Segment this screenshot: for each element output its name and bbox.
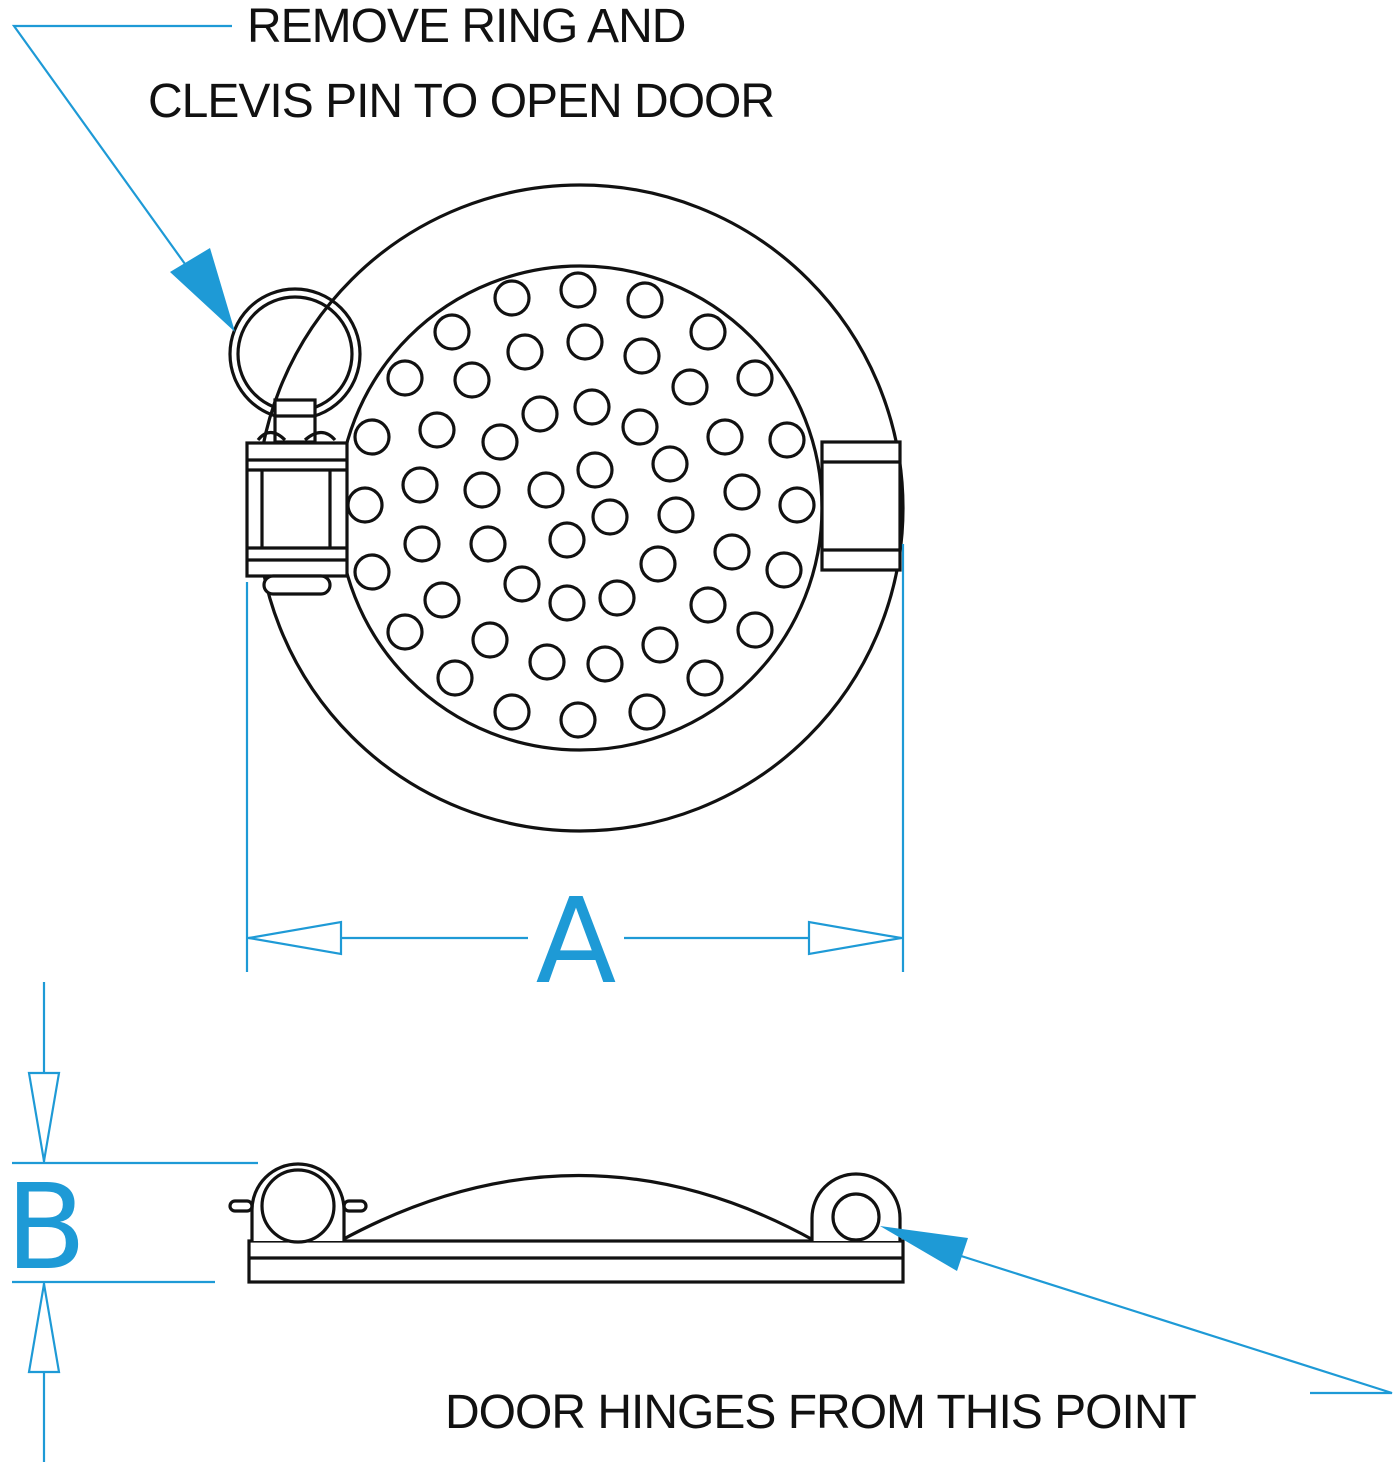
top-view: A REMOVE RING AND CLEVIS PIN TO OPEN DOO… (11, 0, 905, 1010)
dim-a-label: A (536, 872, 617, 1010)
perforation-hole (657, 496, 695, 534)
perforation-hole (621, 408, 659, 446)
perforation-hole (521, 395, 559, 433)
dim-a-arrow-left (248, 920, 343, 956)
perforation-hole (527, 471, 565, 509)
perforation-hole (689, 313, 727, 351)
perforation-hole (559, 701, 597, 739)
bottom-plate (247, 1239, 905, 1284)
right-hinge-knuckle (810, 1172, 902, 1242)
perforation-hole (641, 626, 679, 664)
perforation-hole (559, 271, 597, 309)
perforation-hole (598, 579, 636, 617)
ring-callout-arrowhead (170, 248, 235, 332)
perforation-hole (528, 643, 566, 681)
clevis-pin-assembly (228, 287, 362, 596)
ring-callout-leader (11, 24, 232, 265)
perforation-hole (386, 613, 424, 651)
perforation-hole (736, 611, 774, 649)
door-dome (339, 1174, 816, 1243)
perforation-hole (493, 693, 531, 731)
dim-b-arrow-top (27, 1071, 61, 1162)
perforation-hole (463, 471, 501, 509)
perforation-hole (506, 333, 544, 371)
perforation-hole (493, 279, 531, 317)
perforation-hole (713, 533, 751, 571)
perforation-hole (628, 693, 666, 731)
perforation-hole (386, 359, 424, 397)
perforation-hole (503, 565, 541, 603)
hinge-callout-arrowhead (880, 1226, 968, 1271)
perforation-hole (736, 359, 774, 397)
perforation-hole (723, 473, 761, 511)
dim-a-arrow-right (807, 920, 902, 956)
ring-note-line2: CLEVIS PIN TO OPEN DOOR (148, 75, 774, 128)
perforation-hole (626, 281, 664, 319)
perforation-hole (436, 659, 474, 697)
perforation-hole (586, 645, 624, 683)
dim-b-arrow-bottom (27, 1283, 61, 1374)
perforation-hole (778, 486, 816, 524)
perforation-hole (765, 551, 803, 589)
perforation-hole (576, 451, 614, 489)
perforation-hole (548, 584, 586, 622)
hinge-note: DOOR HINGES FROM THIS POINT (445, 1386, 1197, 1439)
perforation-hole (573, 388, 611, 426)
perforation-hole (686, 659, 724, 697)
perforation-hole (469, 525, 507, 563)
perforation-hole (401, 466, 439, 504)
perforation-hole (403, 525, 441, 563)
perforation-hole (353, 553, 391, 591)
perforation-hole (689, 586, 727, 624)
visible-side-view: B DOOR HINGES FROM THIS POINT (6, 982, 1393, 1462)
ring-note-line1: REMOVE RING AND (247, 0, 685, 53)
perforation-hole (423, 581, 461, 619)
perforation-hole (706, 418, 744, 456)
perforation-hole (453, 361, 491, 399)
perforation-hole (671, 368, 709, 406)
dim-b-label: B (6, 1158, 87, 1296)
perforation-hole (481, 423, 519, 461)
perforation-hole (471, 621, 509, 659)
perforation-hole (418, 411, 456, 449)
perforation-hole (651, 445, 689, 483)
right-hinge-block (820, 440, 902, 572)
hinge-callout-leader (957, 1253, 1393, 1395)
perforation-hole (353, 418, 391, 456)
perforation-hole (623, 337, 661, 375)
perforation-hole (433, 313, 471, 351)
perforation-hole (591, 498, 629, 536)
perforation-holes (346, 271, 816, 739)
perforation-hole (566, 323, 604, 361)
perforation-hole (548, 521, 586, 559)
perforation-hole (768, 421, 806, 459)
left-knuckle (228, 1162, 368, 1244)
perforation-hole (639, 545, 677, 583)
